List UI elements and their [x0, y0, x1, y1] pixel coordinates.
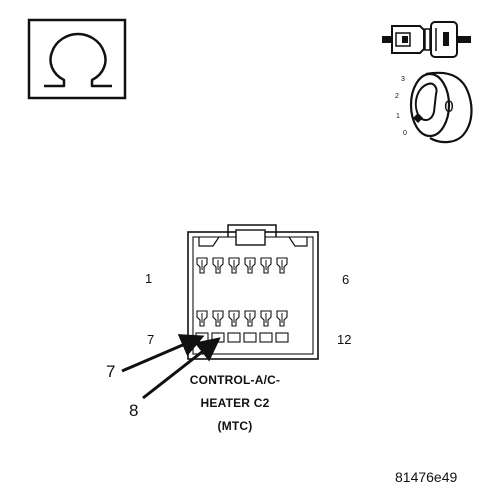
ignition-position-3: 3	[401, 76, 405, 83]
ignition-position-1: 1	[396, 113, 400, 120]
pin-row-top	[196, 257, 288, 274]
pin-label-6: 6	[342, 272, 350, 287]
cavity-11	[259, 332, 273, 343]
connector-title-line2: HEATER C2	[200, 396, 270, 410]
ignition-position-2: 2	[395, 93, 399, 100]
callout-number-8: 8	[129, 401, 139, 420]
pin-label-7: 7	[147, 332, 155, 347]
connector-title-line1: CONTROL-A/C-	[189, 373, 281, 387]
callout-arrow-8	[142, 337, 221, 400]
figure-reference-id: 81476e49	[395, 469, 458, 485]
connector-title-line3: (MTC)	[217, 419, 253, 433]
pin-label-1: 1	[145, 271, 153, 286]
cavity-12	[275, 332, 289, 343]
ignition-position-0: 0	[403, 130, 407, 137]
pin-label-12: 12	[337, 332, 352, 347]
callout-number-7: 7	[106, 362, 116, 381]
ignition-key-position: 0	[444, 97, 453, 116]
callout-arrow-7	[121, 334, 205, 373]
cavity-9	[227, 332, 241, 343]
pin-row-middle	[196, 310, 288, 327]
cavity-10	[243, 332, 257, 343]
